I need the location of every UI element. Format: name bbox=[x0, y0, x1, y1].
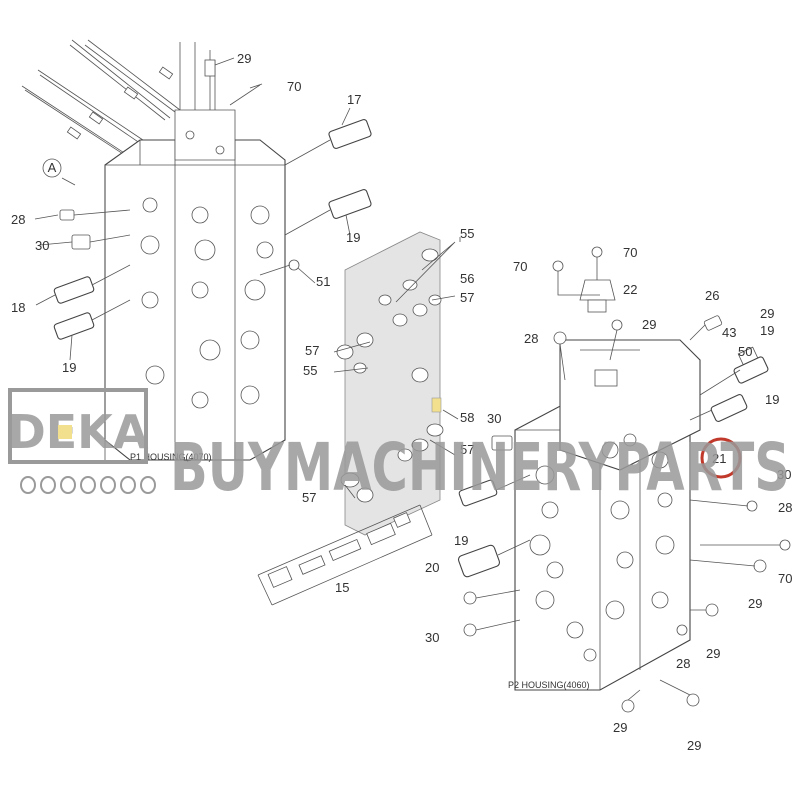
callout-labels: 29 70 17 19 28 30 18 19 51 55 57 55 56 5… bbox=[11, 51, 792, 753]
callout: 55 bbox=[460, 226, 474, 241]
callout: 30 bbox=[777, 467, 791, 482]
o-rings bbox=[336, 248, 444, 503]
callout: 70 bbox=[287, 79, 301, 94]
callout: 55 bbox=[303, 363, 317, 378]
p2-left-fittings bbox=[457, 435, 531, 637]
callout: 22 bbox=[623, 282, 637, 297]
deka-logo-watermark: DEKA bbox=[8, 388, 156, 494]
p1-ports bbox=[140, 197, 274, 409]
svg-text:DEKA: DEKA bbox=[8, 405, 149, 459]
leader-lines bbox=[34, 57, 461, 499]
p1-housing-assembly: A P1 HOUSING(4070) bbox=[21, 39, 372, 462]
callout: 29 bbox=[642, 317, 656, 332]
callout: 19 bbox=[765, 392, 779, 407]
p1-right-fittings bbox=[259, 118, 372, 276]
p2-housing-assembly: P2 HOUSING(4060) bbox=[457, 246, 791, 713]
section-a-marker: A bbox=[42, 158, 76, 186]
callout: 70 bbox=[778, 571, 792, 586]
callout: 57 bbox=[460, 442, 474, 457]
callout: 29 bbox=[706, 646, 720, 661]
callout: 19 bbox=[346, 230, 360, 245]
callout: 51 bbox=[316, 274, 330, 289]
p2-housing-caption: P2 HOUSING(4060) bbox=[508, 680, 590, 690]
callout: 18 bbox=[11, 300, 25, 315]
callout: 29 bbox=[748, 596, 762, 611]
callout: 30 bbox=[35, 238, 49, 253]
callout: 30 bbox=[425, 630, 439, 645]
callout: 19 bbox=[62, 360, 76, 375]
p1-housing-caption: P1 HOUSING(4070) bbox=[130, 452, 212, 462]
highlight-ring bbox=[700, 437, 742, 479]
callout: 29 bbox=[613, 720, 627, 735]
spring-part-58 bbox=[431, 397, 442, 413]
p2-right-fittings bbox=[621, 499, 791, 713]
callout: 28 bbox=[524, 331, 538, 346]
callout: 70 bbox=[623, 245, 637, 260]
callout: 19 bbox=[454, 533, 468, 548]
callout: 57 bbox=[305, 343, 319, 358]
callout: 58 bbox=[460, 410, 474, 425]
seal-plate-assembly bbox=[336, 231, 444, 536]
callout: 20 bbox=[425, 560, 439, 575]
callout: 56 bbox=[460, 271, 474, 286]
callout: 26 bbox=[705, 288, 719, 303]
callout: 17 bbox=[347, 92, 361, 107]
callout: 70 bbox=[513, 259, 527, 274]
callout: 57 bbox=[460, 290, 474, 305]
callout: 28 bbox=[676, 656, 690, 671]
callout: 29 bbox=[237, 51, 251, 66]
callout-highlighted: 21 bbox=[712, 451, 726, 466]
p1-left-fittings bbox=[53, 209, 131, 340]
callout: 43 bbox=[722, 325, 736, 340]
p2-ports bbox=[529, 433, 675, 662]
callout: 50 bbox=[738, 344, 752, 359]
callout: 29 bbox=[760, 306, 774, 321]
brand-watermark: BUYMACHINERYPARTS bbox=[170, 429, 790, 506]
callout: 19 bbox=[760, 323, 774, 338]
callout: 28 bbox=[778, 500, 792, 515]
callout: 28 bbox=[11, 212, 25, 227]
spool-part-15 bbox=[257, 504, 433, 606]
callout: 57 bbox=[302, 490, 316, 505]
callout: 15 bbox=[335, 580, 349, 595]
svg-text:A: A bbox=[48, 160, 57, 175]
callout: 30 bbox=[487, 411, 501, 426]
p2-top-fittings bbox=[552, 246, 769, 422]
callout: 29 bbox=[687, 738, 701, 753]
